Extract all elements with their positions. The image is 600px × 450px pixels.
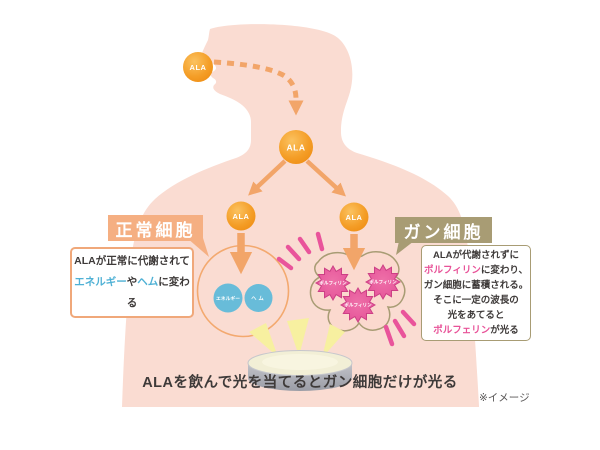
cancer-cell-label-text: ガン細胞 xyxy=(403,222,484,242)
normal-cell-label: 正常細胞 xyxy=(108,215,203,241)
glow-rays xyxy=(276,231,417,347)
porphyrin-highlight: ポルフィリン xyxy=(424,265,481,276)
branch-arrow-right xyxy=(305,159,346,197)
normal-infobox-line1: ALAが正常に代謝されて xyxy=(74,255,190,267)
ala-molecule-cancer: ALA xyxy=(339,202,369,232)
image-note: ※イメージ xyxy=(479,392,530,404)
normal-infobox-line2-mid: や xyxy=(126,276,138,288)
ala-molecule-chest: ALA xyxy=(279,130,313,164)
cancer-infobox-line5: 光をあてると xyxy=(447,310,505,321)
cancer-infobox-line2-rest: に変わり、 xyxy=(480,265,528,276)
caption: ALAを飲んで光を当てるとガン細胞だけが光る xyxy=(142,375,458,391)
cancer-cell-label: ガン細胞 xyxy=(395,217,492,243)
ala-molecule-mouth: ALA xyxy=(183,52,213,82)
cancer-cell-infobox: ALAが代謝されずに ポルフィリンに変わり、 ガン細胞に蓄積される。 そこに一定… xyxy=(421,245,531,341)
svg-text:エネルギー: エネルギー xyxy=(216,295,240,302)
cancer-infobox-line6-rest: が光る xyxy=(490,325,519,336)
cancer-infobox-line3: ガン細胞に蓄積される。 xyxy=(423,280,529,291)
cancer-infobox-line2: ポルフィリンに変わり、 xyxy=(422,263,530,278)
branch-arrow-left xyxy=(248,159,287,196)
svg-text:ヘム: ヘム xyxy=(251,295,265,302)
normal-infobox-line2: エネルギーやヘムに変わる xyxy=(72,272,192,314)
svg-text:ALA: ALA xyxy=(190,63,207,72)
normal-cell-infobox: ALAが正常に代謝されて エネルギーやヘムに変わる xyxy=(70,247,194,318)
normal-label-tail xyxy=(187,238,209,257)
normal-cell-label-text: 正常細胞 xyxy=(115,220,196,240)
normal-infobox-line2-rest: に変わる xyxy=(126,276,190,309)
porphyrin-glow-highlight: ポルフェリン xyxy=(433,325,491,336)
cancer-infobox-line4: そこに一定の波長の xyxy=(433,295,519,306)
energy-cell: エネルギー xyxy=(213,283,243,313)
energy-highlight: エネルギー xyxy=(74,276,127,288)
cancer-infobox-line1: ALAが代謝されずに xyxy=(432,250,520,261)
porphyrin-star-1: ポルフィリン xyxy=(315,265,351,301)
svg-text:ポルフィリン: ポルフィリン xyxy=(319,280,347,287)
svg-text:ALA: ALA xyxy=(287,143,306,153)
svg-text:ALA: ALA xyxy=(346,213,363,222)
svg-text:ポルフィリン: ポルフィリン xyxy=(369,279,397,286)
heme-highlight: ヘム xyxy=(137,276,159,288)
cancer-infobox-line6: ポルフェリンが光る xyxy=(422,323,530,338)
light-dish xyxy=(247,350,353,391)
porphyrin-star-2: ポルフィリン xyxy=(365,264,401,300)
svg-text:ALA: ALA xyxy=(233,212,250,221)
heme-cell: ヘム xyxy=(244,284,273,312)
ala-molecule-normal: ALA xyxy=(226,201,256,231)
porphyrin-star-3: ポルフィリン xyxy=(340,287,376,323)
light-beams xyxy=(249,318,345,358)
ingest-dashed-arrow xyxy=(213,59,304,116)
cancer-label-tail xyxy=(396,241,414,255)
svg-text:ポルフィリン: ポルフィリン xyxy=(344,302,372,309)
